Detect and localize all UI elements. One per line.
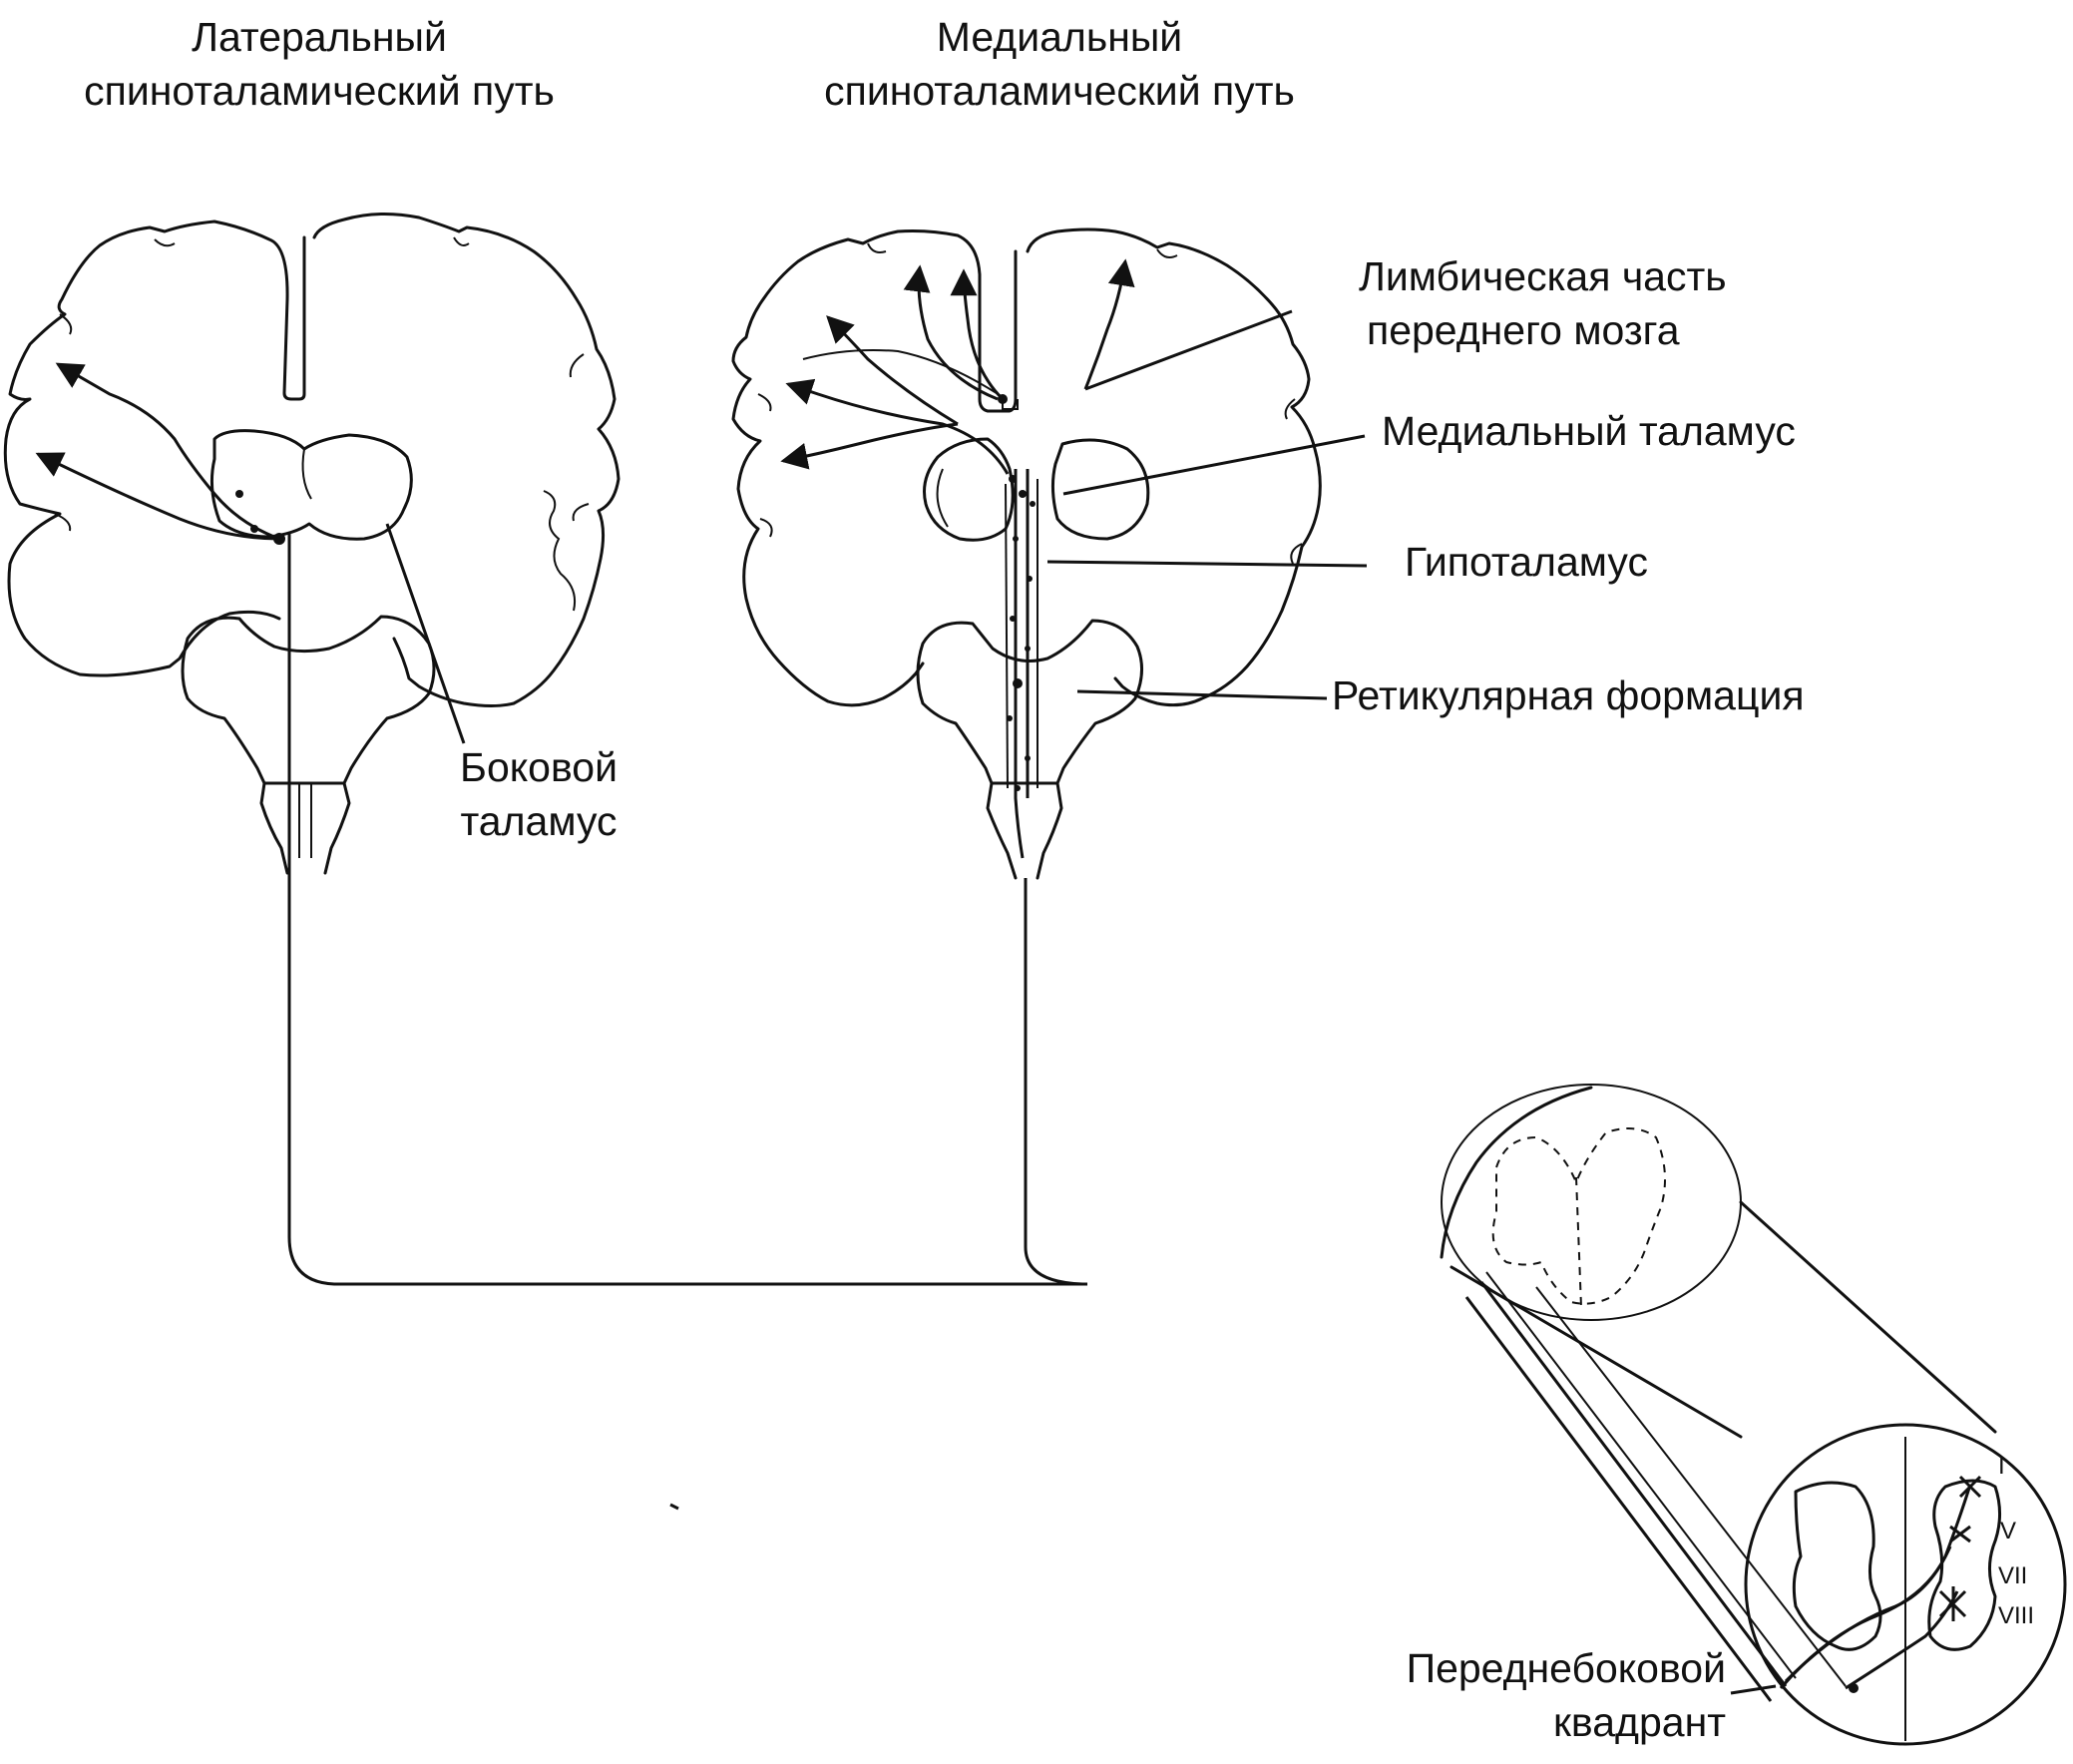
- cord-top-face: [1441, 1084, 1742, 1321]
- anterolateral-line1: Переднебоковой: [1406, 1645, 1726, 1691]
- lateral-title-line1: Латеральный: [192, 14, 447, 60]
- lamina-label-I: I: [1998, 1453, 2005, 1480]
- lateral-thalamus-line1: Боковой: [460, 744, 618, 790]
- lateral-thalamus-line2: таламус: [460, 798, 618, 844]
- lateral-title: Латеральный спиноталамический путь: [10, 10, 628, 118]
- left-brain-outline: [3, 220, 306, 677]
- spinal-cord-segment: [1440, 1084, 2067, 1746]
- middle-brain-outline: [731, 229, 1018, 707]
- limbic-label: Лимбическая часть переднего мозга: [1359, 249, 1727, 357]
- lateral-brain-section: [3, 212, 1087, 1286]
- middle-thalamus: [923, 437, 1015, 542]
- anterolateral-line2: квадрант: [1552, 1699, 1726, 1745]
- lamina-label-VII: VII: [1998, 1562, 2028, 1589]
- medial-title: Медиальный спиноталамический путь: [760, 10, 1359, 118]
- left-brainstem: [181, 615, 436, 785]
- left-brain-outline-right: [312, 212, 621, 707]
- middle-brainstem: [916, 619, 1143, 785]
- medial-title-line2: спиноталамический путь: [824, 68, 1295, 114]
- hypothalamus-label: Гипоталамус: [1405, 539, 1648, 585]
- left-thalamus: [209, 429, 413, 541]
- middle-thalamus-right: [1050, 438, 1150, 541]
- lamina-label-V: V: [2000, 1518, 2017, 1544]
- limbic-line1: Лимбическая часть: [1359, 253, 1727, 299]
- lateral-title-line2: спиноталамический путь: [84, 68, 555, 114]
- reticular-formation-label: Ретикулярная формация: [1332, 672, 1805, 718]
- middle-brain-outline-right: [1026, 227, 1322, 707]
- medial-title-line1: Медиальный: [936, 14, 1183, 60]
- cord-bottom-face: [1744, 1423, 2067, 1746]
- medial-brain-section: [731, 227, 1368, 1286]
- lamina-label-VIII: VIII: [1998, 1602, 2035, 1629]
- anterolateral-quadrant-label: Переднебоковой квадрант: [1267, 1641, 1726, 1749]
- limbic-line2: переднего мозга: [1367, 307, 1680, 353]
- lateral-thalamus-label: Боковой таламус: [424, 740, 653, 848]
- medial-thalamus-label: Медиальный таламус: [1382, 408, 1796, 454]
